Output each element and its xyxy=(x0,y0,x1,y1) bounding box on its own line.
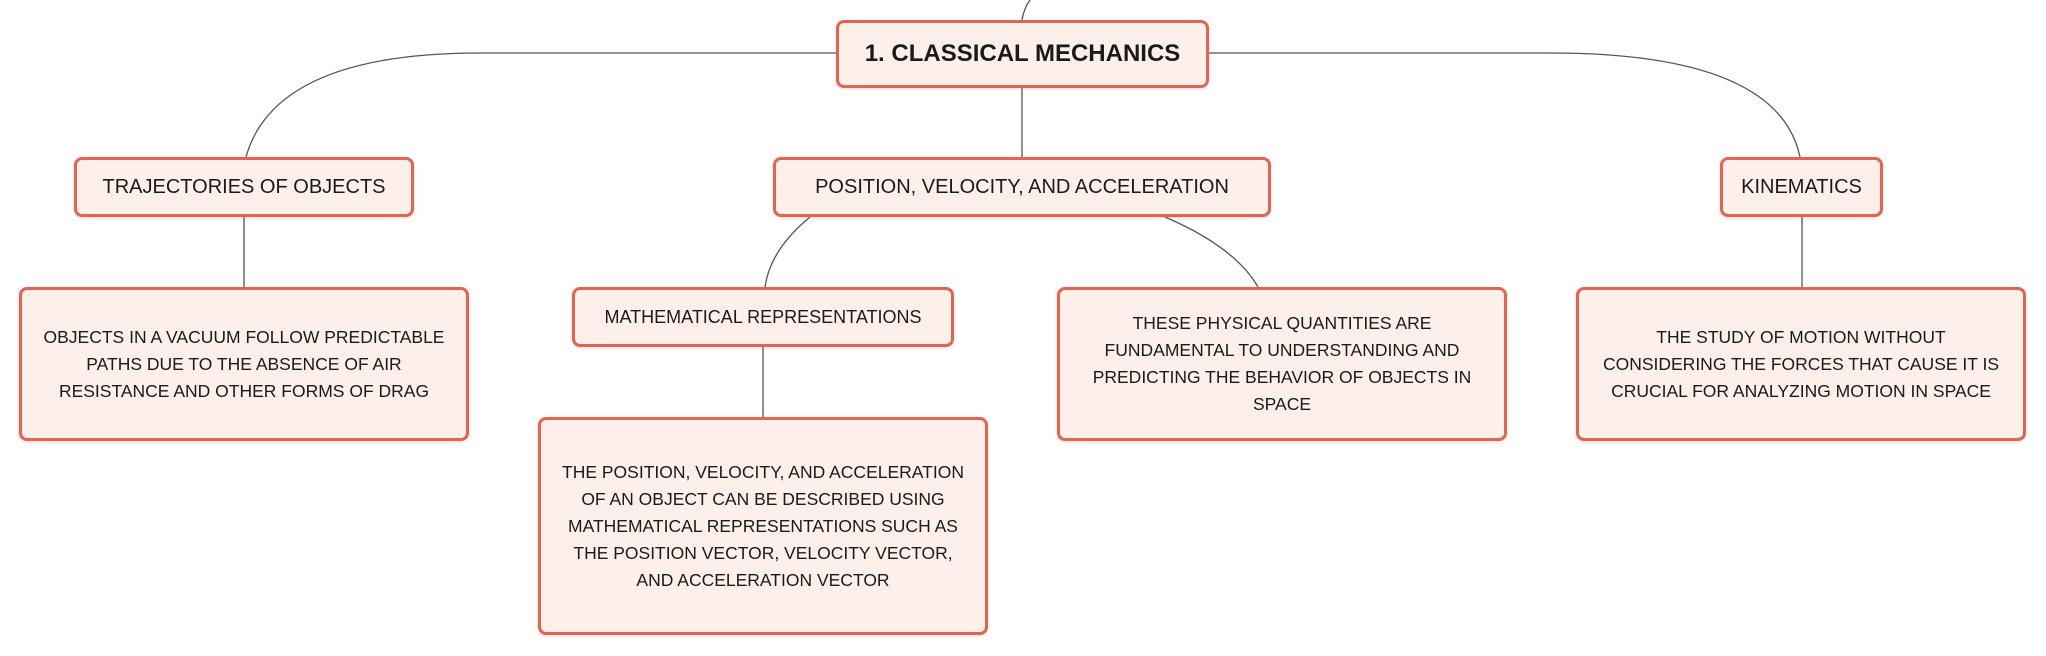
root-node-classical-mechanics[interactable]: 1. CLASSICAL MECHANICS xyxy=(836,20,1209,88)
connector-root-to-kinematics xyxy=(1209,52,1801,158)
connector-position-to-description xyxy=(1164,216,1259,288)
description-text: THESE PHYSICAL QUANTITIES ARE FUNDAMENTA… xyxy=(1092,313,1472,414)
topic-node-position-velocity-acceleration[interactable]: POSITION, VELOCITY, AND ACCELERATION xyxy=(773,157,1271,217)
connector-root-to-trajectories xyxy=(245,52,836,158)
description-text: THE POSITION, VELOCITY, AND ACCELERATION… xyxy=(562,461,964,590)
topic-node-kinematics[interactable]: KINEMATICS xyxy=(1720,157,1883,217)
description-text: THE STUDY OF MOTION WITHOUT CONSIDERING … xyxy=(1602,326,2000,401)
subtopic-node-mathematical-representations[interactable]: MATHEMATICAL REPRESENTATIONS xyxy=(572,287,954,347)
root-node-label: 1. CLASSICAL MECHANICS xyxy=(864,40,1181,67)
description-node-mathematical-representations[interactable]: THE POSITION, VELOCITY, AND ACCELERATION… xyxy=(538,417,988,635)
topic-node-label: TRAJECTORIES OF OBJECTS xyxy=(102,175,386,198)
connector-position-to-math xyxy=(764,216,811,288)
description-node-physical-quantities[interactable]: THESE PHYSICAL QUANTITIES ARE FUNDAMENTA… xyxy=(1057,287,1507,441)
topic-node-label: POSITION, VELOCITY, AND ACCELERATION xyxy=(815,175,1229,198)
subtopic-node-label: MATHEMATICAL REPRESENTATIONS xyxy=(604,306,922,327)
description-text: OBJECTS IN A VACUUM FOLLOW PREDICTABLE P… xyxy=(43,326,445,401)
connector-parent-to-root xyxy=(1021,0,1031,21)
topic-node-trajectories[interactable]: TRAJECTORIES OF OBJECTS xyxy=(74,157,414,217)
description-node-kinematics[interactable]: THE STUDY OF MOTION WITHOUT CONSIDERING … xyxy=(1576,287,2026,441)
description-node-trajectories[interactable]: OBJECTS IN A VACUUM FOLLOW PREDICTABLE P… xyxy=(19,287,469,441)
topic-node-label: KINEMATICS xyxy=(1741,175,1862,198)
